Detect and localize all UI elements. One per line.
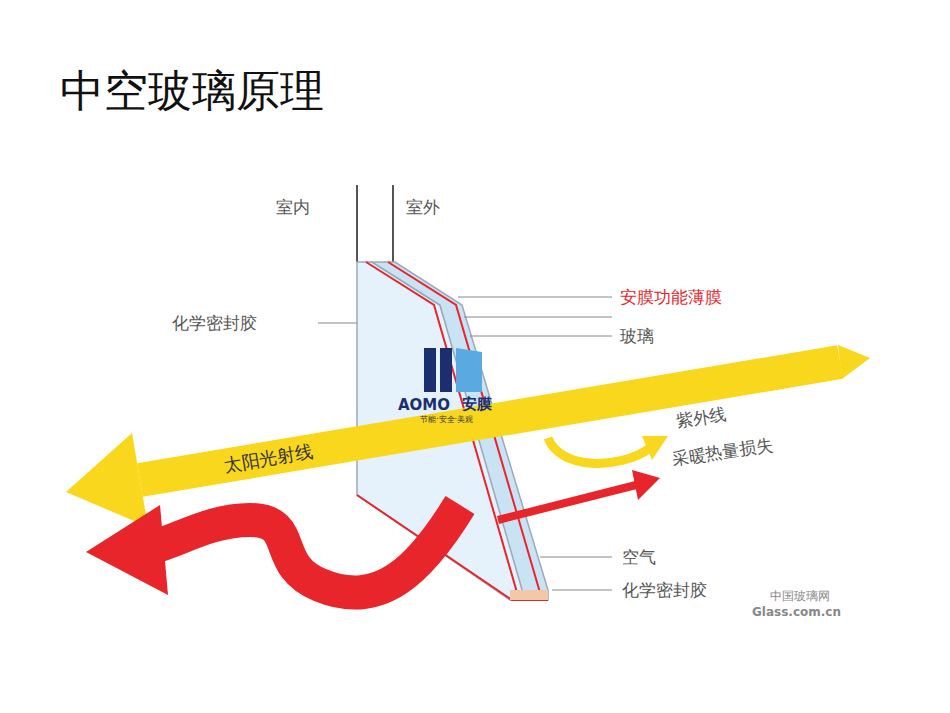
part-label: 化学密封胶 bbox=[172, 312, 257, 335]
uv-arrow bbox=[548, 438, 650, 463]
title: 中空玻璃原理 bbox=[60, 62, 324, 121]
logo-text: 安膜 bbox=[462, 395, 492, 414]
part-label: 玻璃 bbox=[620, 325, 654, 348]
sun-arrow-head bbox=[66, 433, 148, 527]
reflect-arrow bbox=[150, 505, 460, 593]
part-label: 空气 bbox=[622, 546, 656, 569]
reflect-arrow-head bbox=[86, 505, 168, 595]
band-text: 太阳光射线 bbox=[221, 434, 315, 482]
side-label: 室内 bbox=[276, 196, 310, 219]
arrow-label: 紫外线 bbox=[674, 403, 728, 433]
side-label: 室外 bbox=[406, 196, 440, 219]
arrow-label: 采暖热量损失 bbox=[670, 434, 774, 471]
uv-arrow-head bbox=[642, 436, 668, 460]
spacer bbox=[510, 590, 548, 600]
part-label: 化学密封胶 bbox=[622, 579, 707, 602]
part-label: 安膜功能薄膜 bbox=[620, 286, 722, 309]
logo-bars bbox=[424, 348, 482, 392]
watermark: 中国玻璃网 bbox=[770, 588, 830, 605]
heat-arrow-head bbox=[632, 470, 660, 500]
frame-lines bbox=[357, 185, 393, 262]
sun-arrow-tail bbox=[838, 345, 870, 379]
watermark: Glass.com.cn bbox=[752, 605, 841, 619]
logo-text: AOMO bbox=[398, 396, 450, 414]
logo-tagline: 节能·安全·美观 bbox=[420, 414, 473, 425]
heat-arrow bbox=[498, 484, 640, 520]
